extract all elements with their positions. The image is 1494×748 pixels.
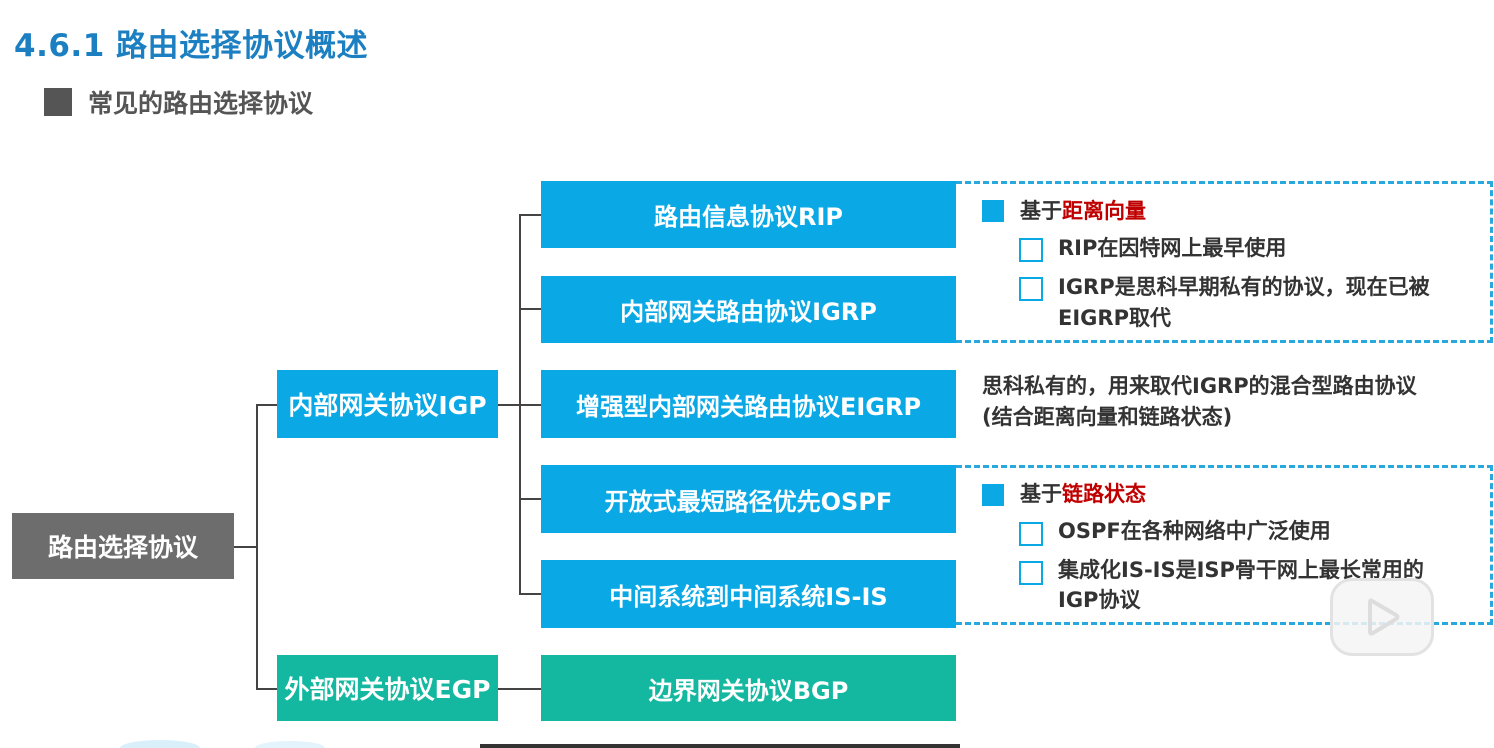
connector-igrp [519,308,541,310]
eigrp-description-line2: (结合距离向量和链路状态) [982,405,1233,429]
root-box: 路由选择协议 [12,513,234,579]
heading-prefix: 基于 [1020,199,1062,223]
heading-prefix: 基于 [1020,482,1062,506]
bgp-label: 边界网关协议BGP [648,676,849,705]
isis-box: 中间系统到中间系统IS-IS [541,560,956,628]
distance-vector-heading: 基于距离向量 [1020,195,1146,228]
igrp-box: 内部网关路由协议IGRP [541,276,956,343]
connector-egp-bgp [498,688,541,690]
root-label: 路由选择协议 [47,533,198,562]
distance-vector-item-cont: EIGRP取代 [1058,306,1171,330]
connector-root-egp [256,688,278,690]
connector-root-trunk [256,404,258,689]
distance-vector-panel [956,181,1493,343]
connector-isis [519,593,541,595]
igp-label: 内部网关协议IGP [288,391,487,420]
ospf-box: 开放式最短路径优先OSPF [541,465,956,533]
connector-root-igp [256,404,278,406]
link-state-heading: 基于链路状态 [1020,478,1146,511]
checkbox-icon [1019,277,1043,301]
egp-box: 外部网关协议EGP [277,655,498,721]
distance-vector-item: IGRP是思科早期私有的协议，现在已被 [1058,275,1430,299]
heading-highlight: 链路状态 [1062,482,1146,506]
play-icon [1368,598,1400,636]
ospf-label: 开放式最短路径优先OSPF [604,487,893,516]
connector-root-out [234,546,256,548]
connector-igp-out [498,404,520,406]
eigrp-description-line1: 思科私有的，用来取代IGRP的混合型路由协议 [982,374,1417,398]
rip-box: 路由信息协议RIP [541,181,956,248]
rip-label: 路由信息协议RIP [654,203,843,231]
bgp-box: 边界网关协议BGP [541,655,956,721]
bullet-square-icon [44,88,72,116]
filled-square-icon [982,484,1004,506]
igrp-label: 内部网关路由协议IGRP [620,298,877,326]
isis-label: 中间系统到中间系统IS-IS [609,582,888,611]
heading-highlight: 距离向量 [1062,199,1146,223]
connector-ospf [519,498,541,500]
bottom-decoration [120,740,960,748]
play-button[interactable] [1330,578,1434,656]
connector-eigrp [519,404,541,406]
slide-title: 4.6.1 路由选择协议概述 [14,28,369,64]
link-state-item: OSPF在各种网络中广泛使用 [1058,519,1331,543]
eigrp-box: 增强型内部网关路由协议EIGRP [541,370,956,438]
checkbox-icon [1019,238,1043,262]
igp-box: 内部网关协议IGP [277,370,498,438]
subtitle-row: 常见的路由选择协议 [44,84,313,120]
link-state-panel [956,465,1493,625]
checkbox-icon [1019,561,1043,585]
connector-rip [519,214,541,216]
egp-label: 外部网关协议EGP [284,675,491,704]
eigrp-label: 增强型内部网关路由协议EIGRP [575,392,922,421]
slide-subtitle: 常见的路由选择协议 [88,89,314,118]
distance-vector-item: RIP在因特网上最早使用 [1058,236,1287,260]
link-state-item-cont: IGP协议 [1058,588,1141,612]
checkbox-icon [1019,522,1043,546]
filled-square-icon [982,200,1004,222]
